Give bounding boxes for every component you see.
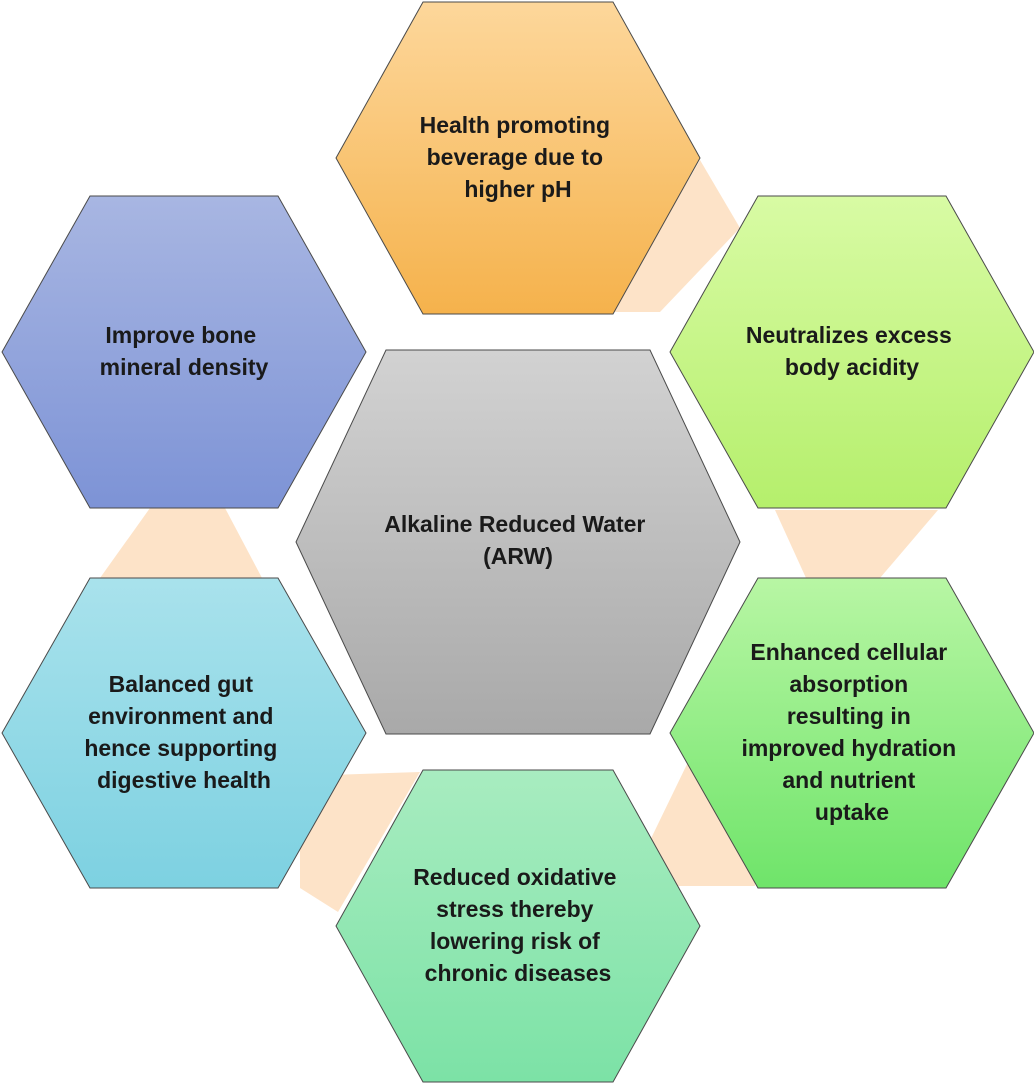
benefit-hexagon-upper-right: Neutralizes excess body acidity	[669, 195, 1034, 509]
benefit-upper-right-line-1: Neutralizes excess	[746, 322, 952, 348]
benefit-hexagon-lower-right: Enhanced cellular absorption resulting i…	[669, 577, 1034, 889]
connector-upper-right-lower-right	[775, 510, 938, 578]
benefit-lower-left-line-2: environment and	[88, 703, 273, 729]
benefit-lower-left-label: Balanced gut environment and hence suppo…	[84, 671, 283, 793]
connector-bottom-lower-left	[300, 772, 420, 912]
benefit-top-line-2: beverage due to	[427, 144, 603, 170]
benefit-bottom-line-1: Reduced oxidative	[413, 864, 616, 890]
benefit-bottom-label: Reduced oxidative stress thereby lowerin…	[413, 864, 623, 986]
center-label-line-2: (ARW)	[483, 543, 553, 569]
benefit-lower-right-line-3: resulting in	[787, 703, 911, 729]
benefit-upper-right-shape	[669, 195, 1034, 509]
center-hexagon: Alkaline Reduced Water (ARW)	[295, 349, 741, 735]
benefit-bottom-shape	[335, 769, 701, 1083]
benefit-top-line-3: higher pH	[464, 176, 571, 202]
benefit-bottom-line-3: lowering risk of	[430, 928, 600, 954]
connector-lower-left-upper-left	[100, 508, 262, 578]
benefit-lower-left-shape	[1, 577, 367, 889]
benefit-upper-left-line-1: Improve bone	[105, 322, 256, 348]
benefit-lower-right-line-5: and nutrient	[782, 767, 915, 793]
benefit-upper-right-line-2: body acidity	[785, 354, 919, 380]
benefit-top-label: Health promoting beverage due to higher …	[420, 112, 617, 202]
benefit-hexagon-bottom: Reduced oxidative stress thereby lowerin…	[335, 769, 701, 1083]
benefit-lower-right-shape	[669, 577, 1034, 889]
benefit-hexagon-lower-left: Balanced gut environment and hence suppo…	[1, 577, 367, 889]
benefit-upper-right-label: Neutralizes excess body acidity	[746, 322, 958, 380]
benefit-lower-right-line-1: Enhanced cellular	[750, 639, 947, 665]
benefit-lower-right-line-4: improved hydration	[741, 735, 956, 761]
benefit-upper-left-line-2: mineral density	[100, 354, 269, 380]
benefit-lower-right-line-2: absorption	[789, 671, 908, 697]
benefit-hexagon-upper-left: Improve bone mineral density	[1, 195, 367, 509]
connector-top-upper-right	[612, 160, 740, 312]
center-hexagon-label: Alkaline Reduced Water (ARW)	[384, 511, 652, 569]
center-label-line-1: Alkaline Reduced Water	[384, 511, 645, 537]
benefit-bottom-line-4: chronic diseases	[425, 960, 612, 986]
benefit-lower-left-line-1: Balanced gut	[109, 671, 254, 697]
connectors	[100, 160, 938, 912]
center-hexagon-shape	[295, 349, 741, 735]
benefit-lower-right-label: Enhanced cellular absorption resulting i…	[741, 639, 962, 825]
benefit-lower-left-line-3: hence supporting	[84, 735, 277, 761]
benefit-top-line-1: Health promoting	[420, 112, 610, 138]
benefit-lower-right-line-6: uptake	[815, 799, 889, 825]
benefit-bottom-line-2: stress thereby	[436, 896, 593, 922]
benefit-lower-left-line-4: digestive health	[97, 767, 271, 793]
benefit-hexagon-top: Health promoting beverage due to higher …	[335, 1, 701, 315]
benefit-upper-left-label: Improve bone mineral density	[100, 322, 269, 380]
benefit-top-shape	[335, 1, 701, 315]
benefit-upper-left-shape	[1, 195, 367, 509]
